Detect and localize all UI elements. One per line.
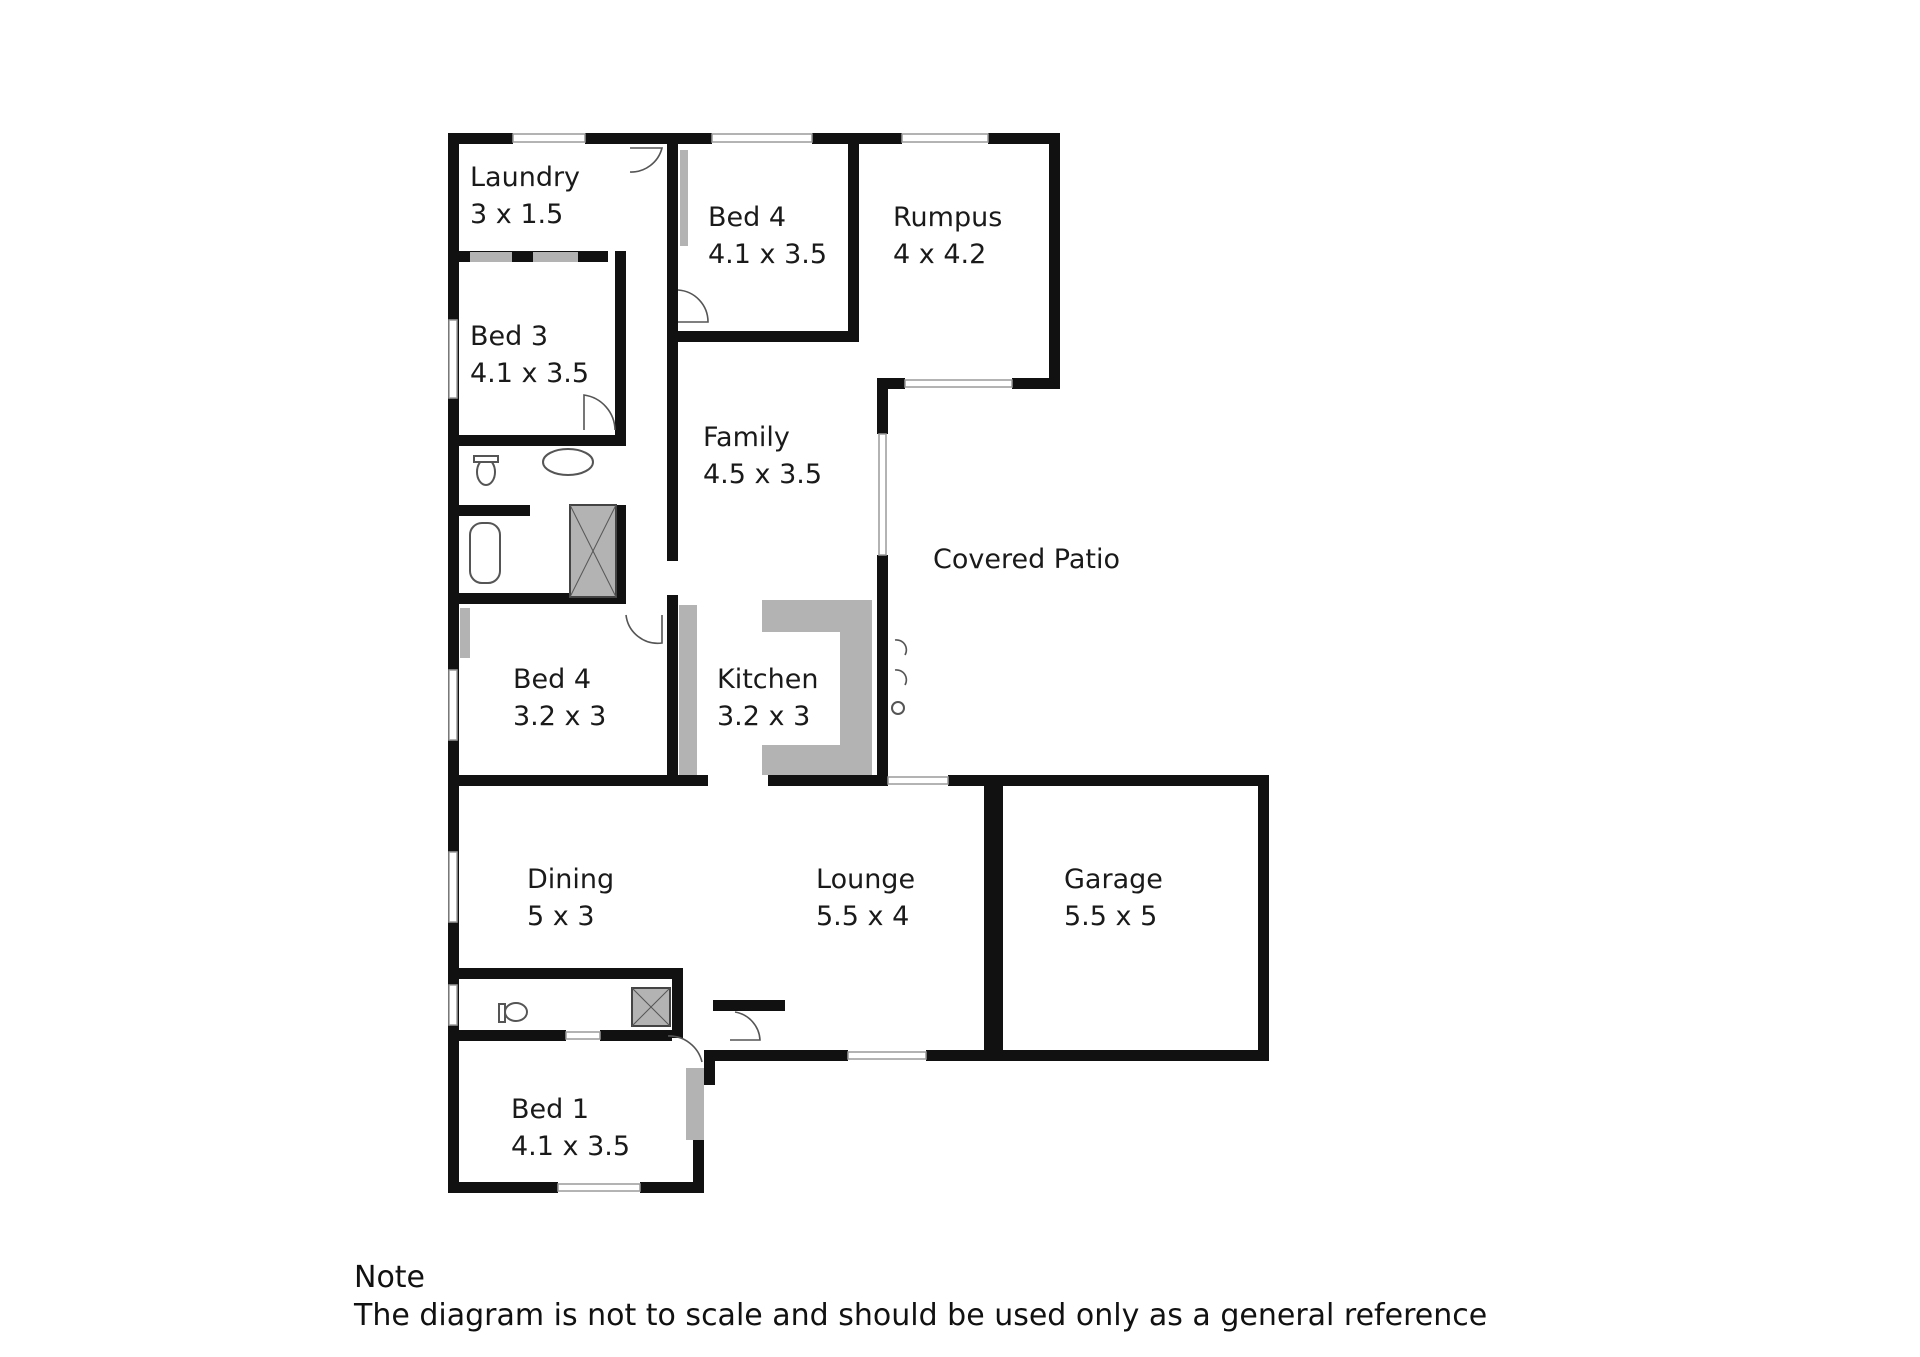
windows <box>448 133 1013 1192</box>
door-swings <box>583 147 761 1063</box>
room-bed4-mid: Bed 4 3.2 x 3 <box>513 664 606 732</box>
disclaimer-note: Note The diagram is not to scale and sho… <box>353 1260 1487 1333</box>
room-dining-name: Dining <box>527 864 614 895</box>
note-text: The diagram is not to scale and should b… <box>353 1298 1487 1333</box>
walls <box>448 133 1269 1193</box>
room-lounge-name: Lounge <box>816 864 915 895</box>
room-kitchen-name: Kitchen <box>717 664 818 695</box>
note-heading: Note <box>354 1260 425 1295</box>
room-rumpus-name: Rumpus <box>893 202 1002 233</box>
room-bed4-top-size: 4.1 x 3.5 <box>708 239 827 270</box>
room-bed1-size: 4.1 x 3.5 <box>511 1131 630 1162</box>
room-dining-size: 5 x 3 <box>527 901 595 932</box>
fixtures <box>460 150 908 1140</box>
room-laundry: Laundry 3 x 1.5 <box>470 162 580 230</box>
room-family-name: Family <box>703 422 790 453</box>
room-bed1: Bed 1 4.1 x 3.5 <box>511 1094 630 1162</box>
room-bed4-top: Bed 4 4.1 x 3.5 <box>708 202 827 270</box>
room-dining: Dining 5 x 3 <box>527 864 614 932</box>
covered-patio-label: Covered Patio <box>933 544 1120 575</box>
room-bed4-top-name: Bed 4 <box>708 202 786 233</box>
room-garage-name: Garage <box>1064 864 1163 895</box>
room-bed4-mid-size: 3.2 x 3 <box>513 701 606 732</box>
room-rumpus-size: 4 x 4.2 <box>893 239 986 270</box>
room-bed3: Bed 3 4.1 x 3.5 <box>470 321 589 389</box>
room-kitchen: Kitchen 3.2 x 3 <box>717 664 818 732</box>
room-laundry-size: 3 x 1.5 <box>470 199 563 230</box>
room-laundry-name: Laundry <box>470 162 580 193</box>
room-bed1-name: Bed 1 <box>511 1094 589 1125</box>
room-family: Family 4.5 x 3.5 <box>703 422 822 490</box>
room-bed3-size: 4.1 x 3.5 <box>470 358 589 389</box>
room-lounge-size: 5.5 x 4 <box>816 901 909 932</box>
room-bed4-mid-name: Bed 4 <box>513 664 591 695</box>
room-family-size: 4.5 x 3.5 <box>703 459 822 490</box>
room-lounge: Lounge 5.5 x 4 <box>816 864 915 932</box>
room-bed3-name: Bed 3 <box>470 321 548 352</box>
room-garage-size: 5.5 x 5 <box>1064 901 1157 932</box>
room-garage: Garage 5.5 x 5 <box>1064 864 1163 932</box>
outdoor-covered-patio: Covered Patio <box>933 544 1120 575</box>
room-rumpus: Rumpus 4 x 4.2 <box>893 202 1002 270</box>
room-kitchen-size: 3.2 x 3 <box>717 701 810 732</box>
